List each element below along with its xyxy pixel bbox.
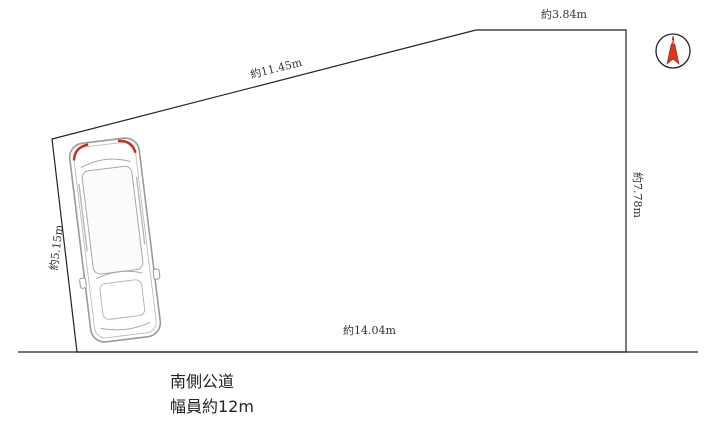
road-width: 幅員約12m bbox=[170, 397, 254, 416]
dim-top-right: 約3.84m bbox=[541, 7, 587, 21]
dim-right-side: 約7.78m bbox=[631, 172, 645, 218]
lot-boundary bbox=[51, 29, 627, 353]
compass-icon: N bbox=[655, 33, 691, 69]
road-name: 南側公道 bbox=[170, 372, 235, 391]
dim-top-diagonal: 約11.45m bbox=[249, 55, 304, 82]
dim-bottom: 約14.04m bbox=[343, 323, 396, 337]
compass-north-letter: N bbox=[671, 39, 676, 46]
dim-left-side: 約5.15m bbox=[46, 223, 66, 271]
car-icon bbox=[68, 137, 162, 343]
